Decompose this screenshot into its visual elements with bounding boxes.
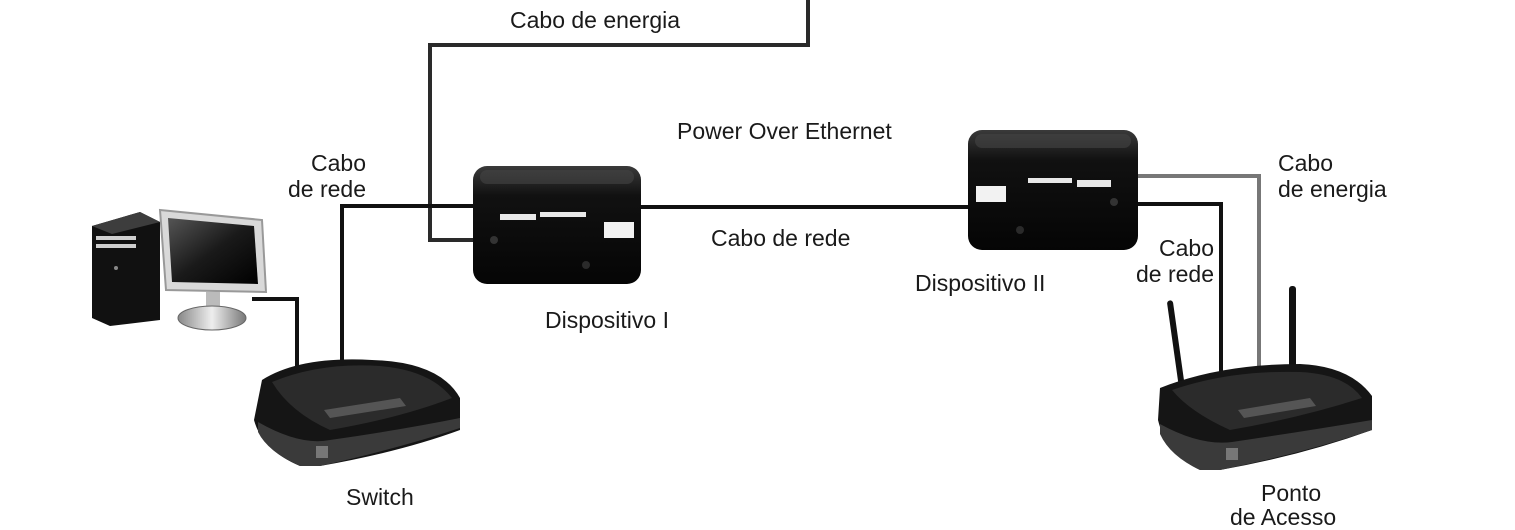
label-device-1: Dispositivo I [545,307,669,333]
poe-diagram: Cabo de energia Power Over Ethernet Cabo… [92,0,1387,530]
network-cable-left [340,204,478,365]
label-network-cable-mid: Cabo de rede [711,225,851,251]
network-cable-right [1135,202,1223,372]
label-power-cable-top: Cabo de energia [510,7,681,33]
label-access-point-2: de Acesso [1230,504,1337,530]
label-power-cable-right-2: de energia [1278,176,1387,202]
device-1-icon [473,166,641,284]
switch-icon [254,359,460,466]
power-cable-right [1135,174,1261,370]
label-switch: Switch [346,484,414,510]
computer-to-switch-cable [252,297,299,372]
label-network-cable-right-1: Cabo [1159,235,1214,261]
diagram-canvas [92,0,1372,470]
label-network-cable-right-2: de rede [1135,261,1214,287]
access-point-icon [1158,286,1372,470]
label-access-point-1: Ponto [1261,480,1322,506]
label-network-cable-left-1: Cabo [311,150,366,176]
label-network-cable-left-2: de rede [287,176,366,202]
label-power-cable-right-1: Cabo [1278,150,1333,176]
power-cable-top [428,0,810,242]
computer-tower-icon [92,212,160,326]
label-device-2: Dispositivo II [915,270,1046,296]
device-2-icon [968,130,1138,250]
label-poe: Power Over Ethernet [677,118,892,144]
monitor-icon [158,208,268,331]
